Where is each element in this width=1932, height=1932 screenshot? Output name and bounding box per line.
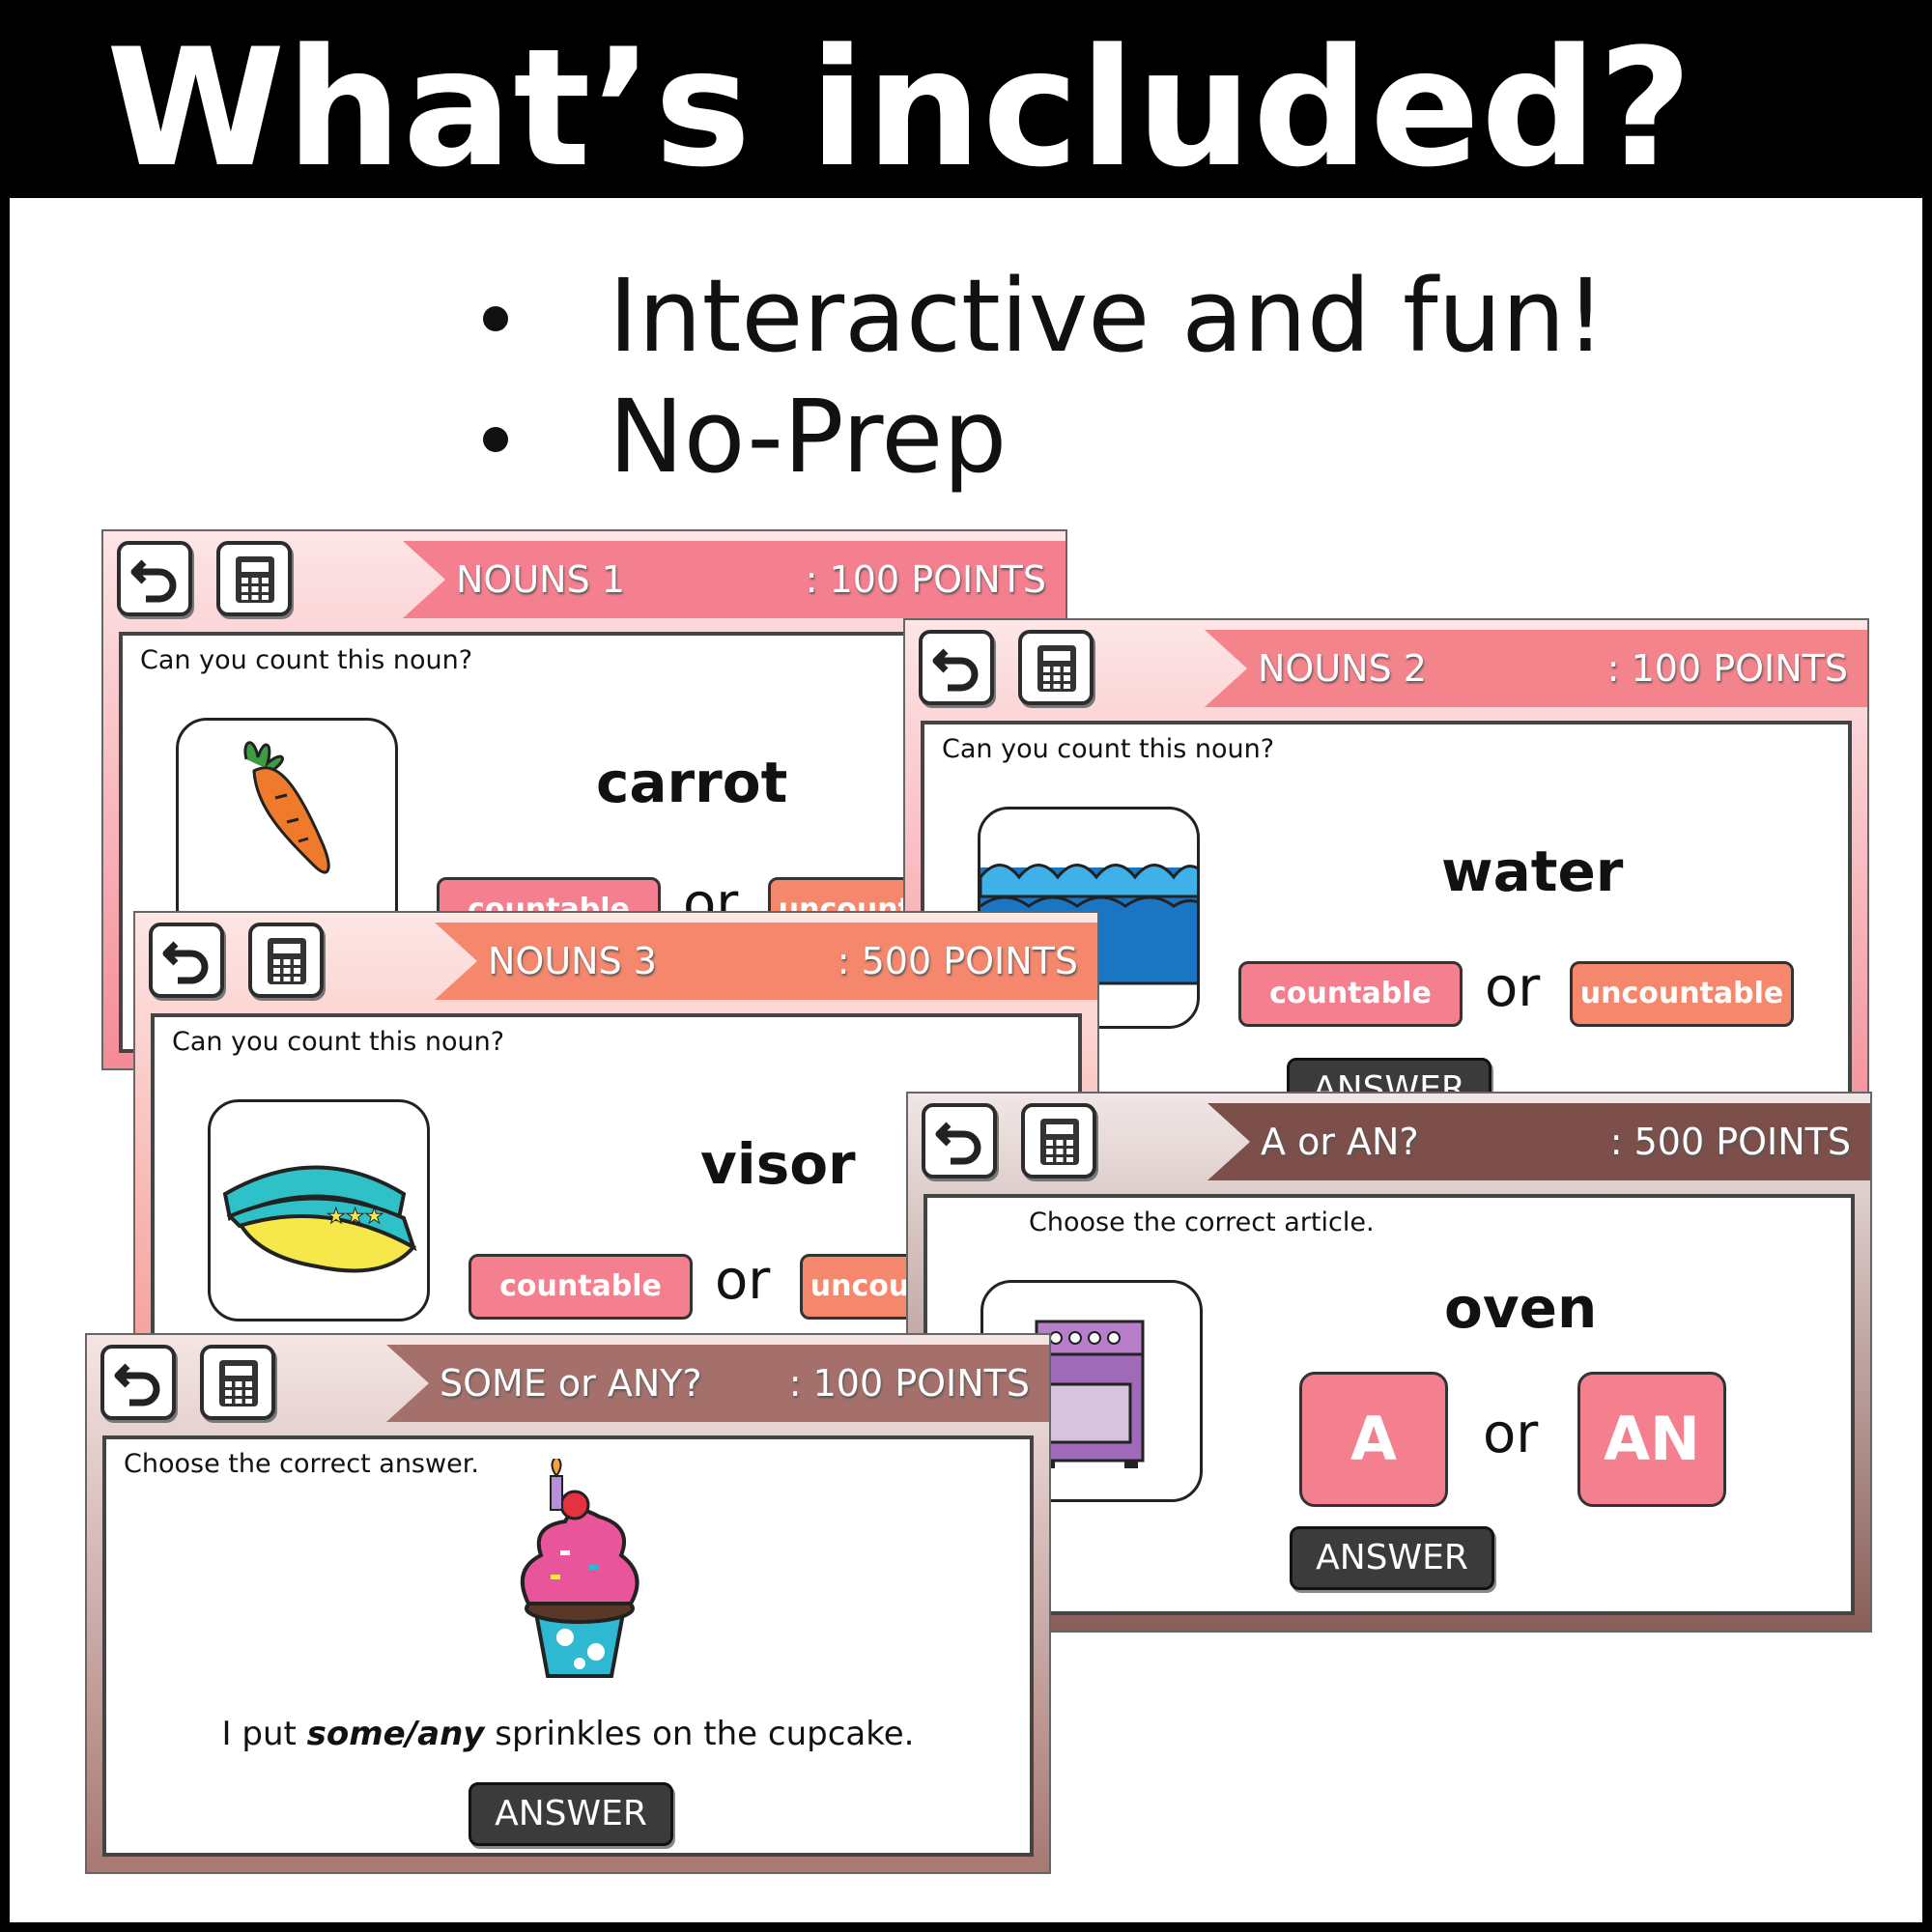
question-text: Can you count this noun? [172,1027,505,1057]
page-title: What’s included? [106,14,1693,203]
vocab-word: carrot [596,750,788,815]
countable-button[interactable]: countable [1238,961,1463,1027]
or-text: or [715,1249,771,1312]
slide-title-ribbon: NOUNS 2 : 100 POINTS [1205,630,1867,707]
slide-a-or-an: A or AN? : 500 POINTS Choose the correct… [906,1092,1872,1633]
bullet-icon [483,427,508,452]
scoreboard-button[interactable] [200,1345,275,1420]
carrot-picture [243,741,330,874]
question-text: Choose the correct article. [1029,1208,1375,1237]
scoreboard-button[interactable] [1018,630,1094,705]
slide-body: Choose the correct answer. I put some/an… [102,1435,1034,1857]
calculator-icon [268,938,306,984]
sentence-end: sprinkles on the cupcake. [484,1715,915,1753]
calculator-icon [219,1360,258,1406]
points-label: : 500 POINTS [1609,1121,1851,1163]
sentence-text: I put some/any sprinkles on the cupcake. [106,1715,1030,1753]
slide-header: NOUNS 1 : 100 POINTS [103,531,1065,628]
question-text: Choose the correct answer. [124,1449,479,1479]
points-label: : 500 POINTS [837,940,1078,982]
calculator-icon [236,556,274,603]
slide-some-or-any: SOME or ANY? : 100 POINTS Choose the cor… [85,1333,1051,1874]
points-label: : 100 POINTS [805,558,1046,601]
article-a-button[interactable]: A [1299,1372,1448,1507]
slide-title: NOUNS 2 [1258,647,1427,690]
picture-frame: ★★★ [208,1099,430,1321]
points-label: : 100 POINTS [788,1362,1030,1405]
feature-text: No-Prep [609,378,1008,496]
question-text: Can you count this noun? [942,734,1275,764]
slide-title-ribbon: A or AN? : 500 POINTS [1208,1103,1870,1180]
countable-button[interactable]: countable [469,1254,693,1320]
points-label: : 100 POINTS [1606,647,1848,690]
slide-header: NOUNS 2 : 100 POINTS [905,620,1867,717]
slide-header: A or AN? : 500 POINTS [908,1094,1870,1190]
back-button[interactable] [149,923,224,998]
scoreboard-button[interactable] [248,923,324,998]
back-button[interactable] [100,1345,176,1420]
visor-picture: ★★★ [222,1165,417,1273]
undo-icon [162,941,209,984]
bullet-icon [483,306,508,331]
question-text: Can you count this noun? [140,645,473,675]
calculator-icon [1040,1119,1079,1165]
sentence-start: I put [221,1715,307,1753]
slide-body: Choose the correct article. oven A or AN… [923,1194,1855,1615]
scoreboard-button[interactable] [1021,1103,1096,1179]
undo-icon [935,1122,981,1165]
cupcake-picture [520,1459,639,1678]
feature-text: Interactive and fun! [609,257,1606,375]
slide-title: NOUNS 1 [456,558,625,601]
undo-icon [114,1363,160,1406]
answer-button[interactable]: ANSWER [1290,1526,1494,1590]
article-an-button[interactable]: AN [1577,1372,1726,1507]
slide-header: NOUNS 3 : 500 POINTS [135,913,1097,1009]
or-text: or [1485,956,1541,1019]
calculator-icon [1037,645,1076,692]
uncountable-button[interactable]: uncountable [1570,961,1794,1027]
choice-words: some/any [306,1715,485,1753]
slide-title-ribbon: NOUNS 3 : 500 POINTS [435,923,1097,1000]
oven-picture [1035,1320,1145,1468]
back-button[interactable] [117,541,192,616]
answer-button[interactable]: ANSWER [469,1782,673,1846]
slide-title-ribbon: SOME or ANY? : 100 POINTS [386,1345,1049,1422]
undo-icon [932,648,979,692]
svg-text:★★★: ★★★ [327,1205,384,1229]
picture-frame [176,718,398,940]
back-button[interactable] [919,630,994,705]
scoreboard-button[interactable] [216,541,292,616]
slide-header: SOME or ANY? : 100 POINTS [87,1335,1049,1432]
vocab-word: water [1441,838,1624,904]
or-text: or [1483,1403,1539,1465]
undo-icon [130,559,177,603]
slide-title: NOUNS 3 [488,940,657,982]
slide-title: A or AN? [1261,1121,1419,1163]
slide-title: SOME or ANY? [440,1362,702,1405]
slide-title-ribbon: NOUNS 1 : 100 POINTS [403,541,1065,618]
back-button[interactable] [922,1103,997,1179]
vocab-word: visor [700,1131,856,1197]
vocab-word: oven [1444,1275,1598,1341]
